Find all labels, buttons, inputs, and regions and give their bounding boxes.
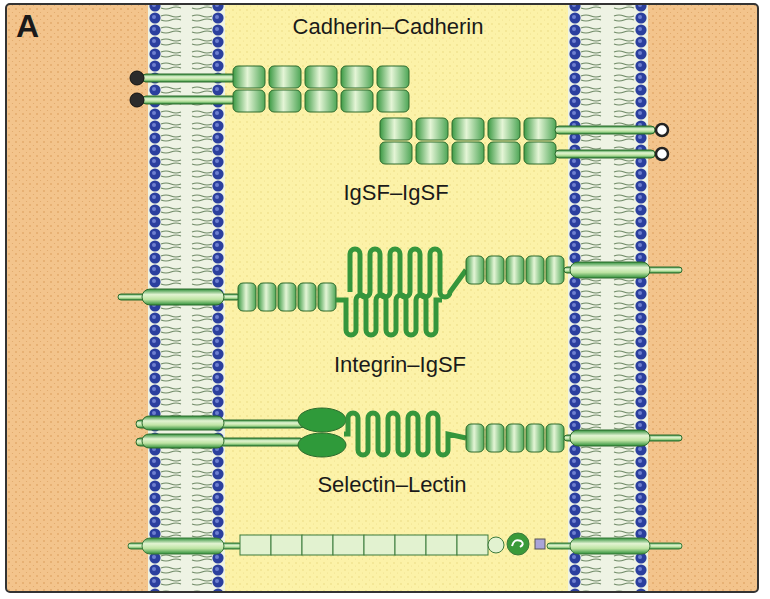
cadherin-molecule-part <box>524 118 556 140</box>
cadherin-molecule-part <box>269 66 301 88</box>
igsf-molecule-part <box>278 283 296 311</box>
cadherin-molecule-part <box>488 118 520 140</box>
selectin-lectin-molecule-part <box>488 537 504 553</box>
integrin-igsf-molecule-part <box>486 424 504 452</box>
cadherin-molecule-part <box>452 142 484 164</box>
panel-letter: A <box>16 8 39 45</box>
molecule-pair-label: Integrin–IgSF <box>334 352 466 377</box>
integrin-igsf-molecule-part <box>298 408 346 432</box>
cadherin-molecule-part <box>656 148 668 160</box>
igsf-molecule-part <box>466 256 484 284</box>
selectin-lectin-molecule-part <box>507 533 529 555</box>
igsf-molecule-part <box>526 256 544 284</box>
selectin-lectin-molecule-part <box>364 535 395 555</box>
selectin-lectin-molecule-part <box>512 540 523 547</box>
integrin-igsf-molecule-part <box>298 433 346 457</box>
integrin-igsf-molecule-part <box>142 434 224 448</box>
molecule-pair-label: Cadherin–Cadherin <box>293 14 484 39</box>
igsf-molecule-part <box>486 256 504 284</box>
cell-membrane-part <box>568 5 648 591</box>
background-part <box>647 5 757 591</box>
cadherin-molecule-part <box>233 90 265 112</box>
cadherin-molecule-part <box>142 74 236 82</box>
igsf-molecule-part <box>298 283 316 311</box>
igsf-molecule-part <box>350 249 466 297</box>
cadherin-molecule-part <box>380 142 412 164</box>
integrin-igsf-molecule-part <box>526 424 544 452</box>
selectin-lectin-molecule <box>128 533 682 555</box>
cadherin-molecule-part <box>305 66 337 88</box>
igsf-molecule-part <box>238 283 256 311</box>
cadherin-molecule-part <box>377 90 409 112</box>
selectin-lectin-molecule-part <box>271 535 302 555</box>
selectin-lectin-molecule-part <box>395 535 426 555</box>
cadherin-molecule-part <box>656 124 668 136</box>
cadherin-molecule-part <box>142 96 236 104</box>
cadherin-molecule-part <box>555 126 655 134</box>
cadherin-molecule-part <box>488 142 520 164</box>
selectin-lectin-molecule-part <box>570 538 650 554</box>
selectin-lectin-molecule-part <box>302 535 333 555</box>
igsf-molecule-part <box>142 289 224 305</box>
cadherin-molecule-part <box>416 142 448 164</box>
igsf-molecule-part <box>318 283 336 311</box>
igsf-molecule-part <box>570 262 650 278</box>
cadherin-molecule-part <box>452 118 484 140</box>
cadherin-molecule <box>130 66 668 164</box>
integrin-igsf-molecule-part <box>506 424 524 452</box>
cadherin-molecule-part <box>416 118 448 140</box>
cadherin-molecule-part <box>341 66 373 88</box>
cadherin-molecule-part <box>130 71 144 85</box>
selectin-lectin-molecule-part <box>457 535 488 555</box>
cadherin-molecule-part <box>377 66 409 88</box>
background-part <box>224 5 569 591</box>
cadherin-molecule-part <box>305 90 337 112</box>
integrin-igsf-molecule-part <box>142 416 224 430</box>
molecule-pair-label: IgSF–IgSF <box>343 180 448 205</box>
igsf-molecule <box>118 249 682 335</box>
cadherin-molecule-part <box>380 118 412 140</box>
igsf-molecule-part <box>506 256 524 284</box>
selectin-lectin-molecule-part <box>333 535 364 555</box>
cadherin-molecule-part <box>341 90 373 112</box>
integrin-igsf-molecule-part <box>570 430 650 446</box>
selectin-lectin-molecule-part <box>426 535 457 555</box>
cadherin-molecule-part <box>130 93 144 107</box>
igsf-molecule-part <box>336 295 442 335</box>
figure-frame-part <box>6 4 758 592</box>
integrin-igsf-molecule-part <box>546 424 564 452</box>
igsf-molecule-part <box>546 256 564 284</box>
selectin-lectin-molecule-part <box>142 538 224 554</box>
cadherin-molecule-part <box>555 150 655 158</box>
molecule-pair-label: Selectin–Lectin <box>317 472 466 497</box>
integrin-igsf-molecule-part <box>466 424 484 452</box>
integrin-igsf-molecule-part <box>344 413 466 455</box>
cadherin-molecule-part <box>233 66 265 88</box>
igsf-molecule-part <box>258 283 276 311</box>
integrin-igsf-molecule <box>136 408 682 457</box>
selectin-lectin-molecule-part <box>535 539 545 549</box>
cadherin-molecule-part <box>524 142 556 164</box>
selectin-lectin-molecule-part <box>240 535 271 555</box>
cadherin-molecule-part <box>269 90 301 112</box>
figure-frame <box>6 4 758 592</box>
